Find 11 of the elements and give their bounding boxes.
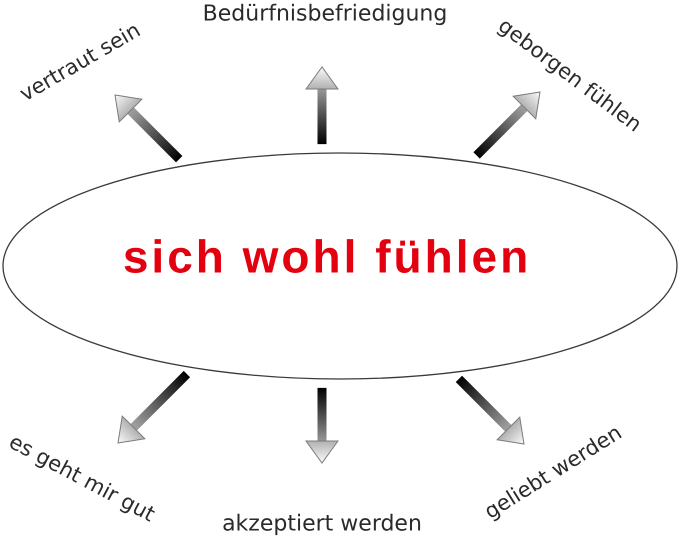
arrow — [114, 370, 190, 446]
node-label: sich wohl fühlen — [122, 232, 532, 282]
concept-label: es geht mir gut — [5, 429, 159, 527]
arrow — [112, 92, 182, 162]
concept-label: Bedürfnisbefriedigung — [202, 1, 448, 27]
arrow — [456, 376, 528, 448]
arrow — [473, 88, 544, 159]
ellipse — [2, 152, 678, 380]
arrow — [306, 66, 338, 144]
concept-label: akzeptiert werden — [222, 511, 422, 537]
arrow — [306, 388, 338, 464]
